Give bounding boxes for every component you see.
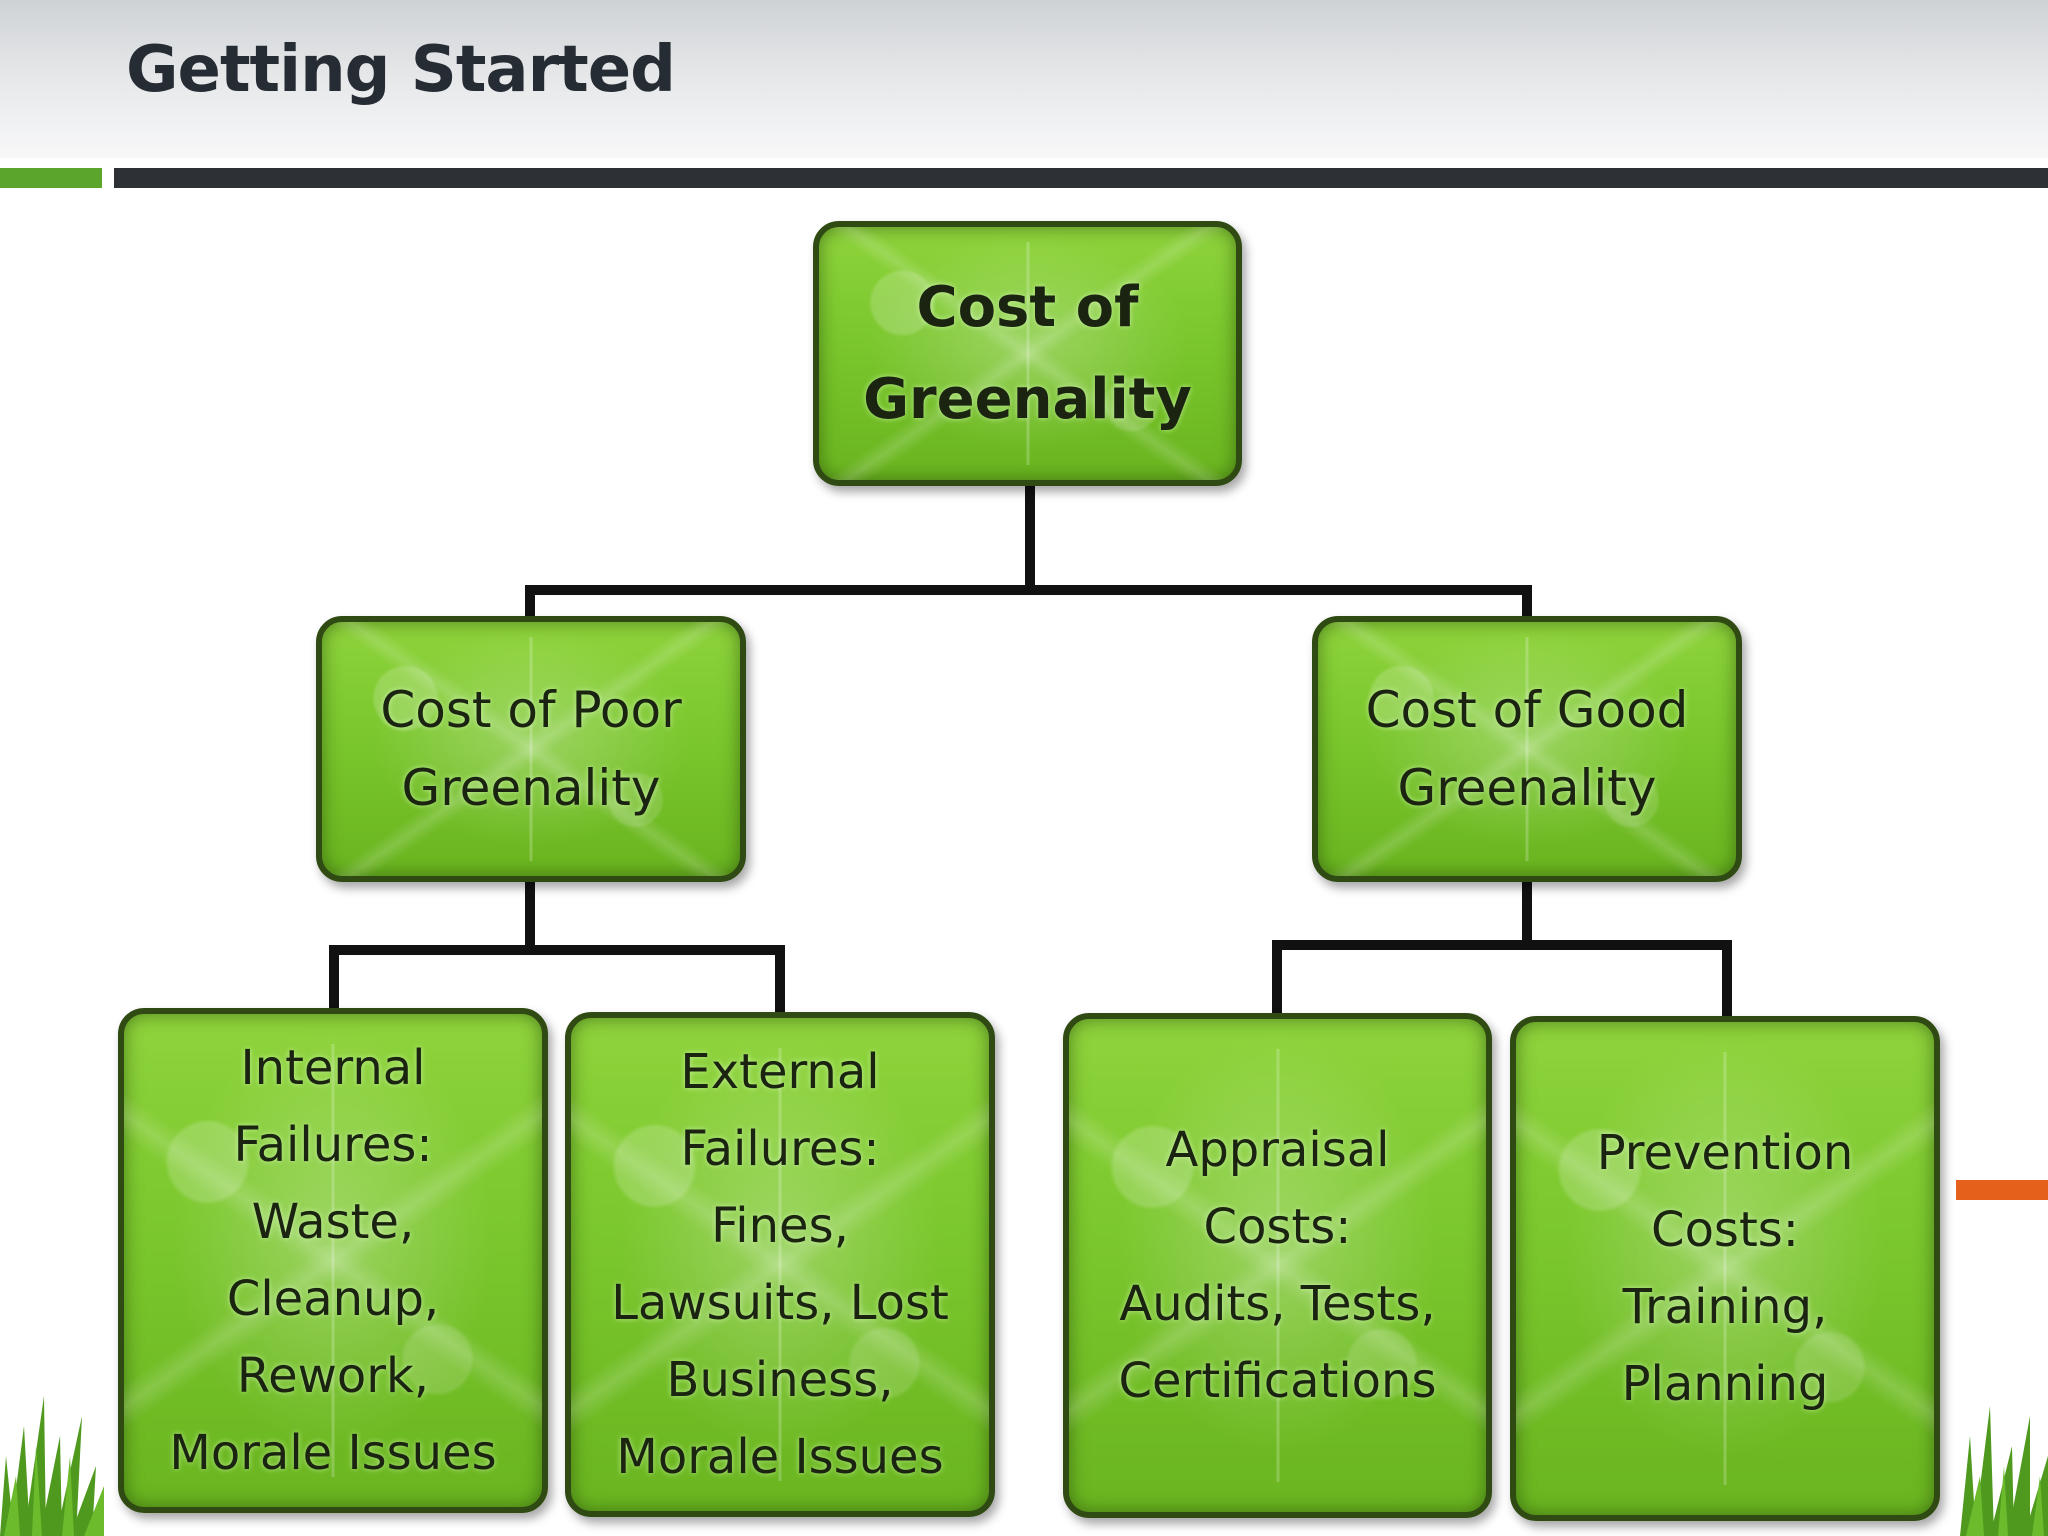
- node-cost-of-good-greenality: Cost of Good Greenality: [1312, 616, 1742, 882]
- slide-title: Getting Started: [126, 33, 676, 107]
- node-appraisal-costs: Appraisal Costs: Audits, Tests, Certific…: [1063, 1013, 1492, 1518]
- node-cost-of-poor-greenality: Cost of Poor Greenality: [316, 616, 746, 882]
- node-prevention-costs: Prevention Costs: Training, Planning: [1510, 1016, 1940, 1521]
- node-label: Cost of Poor Greenality: [380, 681, 682, 817]
- node-label: Cost of Greenality: [863, 274, 1192, 432]
- grass-decoration-left: [0, 1396, 104, 1536]
- accent-bar-dark: [114, 168, 2048, 188]
- node-cost-of-greenality: Cost of Greenality: [813, 221, 1242, 486]
- accent-tick-orange: [1956, 1180, 2048, 1200]
- connector-good-to-leaves: [1272, 875, 1732, 1021]
- node-label: Appraisal Costs: Audits, Tests, Certific…: [1118, 1121, 1437, 1409]
- connector-root-to-mid: [525, 480, 1532, 625]
- connector-poor-to-leaves: [329, 875, 785, 1017]
- accent-bar-green: [0, 168, 102, 188]
- grass-decoration-right: [1960, 1406, 2048, 1536]
- node-label: Prevention Costs: Training, Planning: [1596, 1124, 1854, 1412]
- slide-header: Getting Started: [0, 0, 2048, 158]
- node-external-failures: External Failures: Fines, Lawsuits, Lost…: [565, 1012, 995, 1517]
- node-label: External Failures: Fines, Lawsuits, Lost…: [611, 1043, 949, 1485]
- node-internal-failures: Internal Failures: Waste, Cleanup, Rewor…: [118, 1008, 548, 1513]
- node-label: Internal Failures: Waste, Cleanup, Rewor…: [169, 1039, 497, 1481]
- node-label: Cost of Good Greenality: [1365, 681, 1689, 817]
